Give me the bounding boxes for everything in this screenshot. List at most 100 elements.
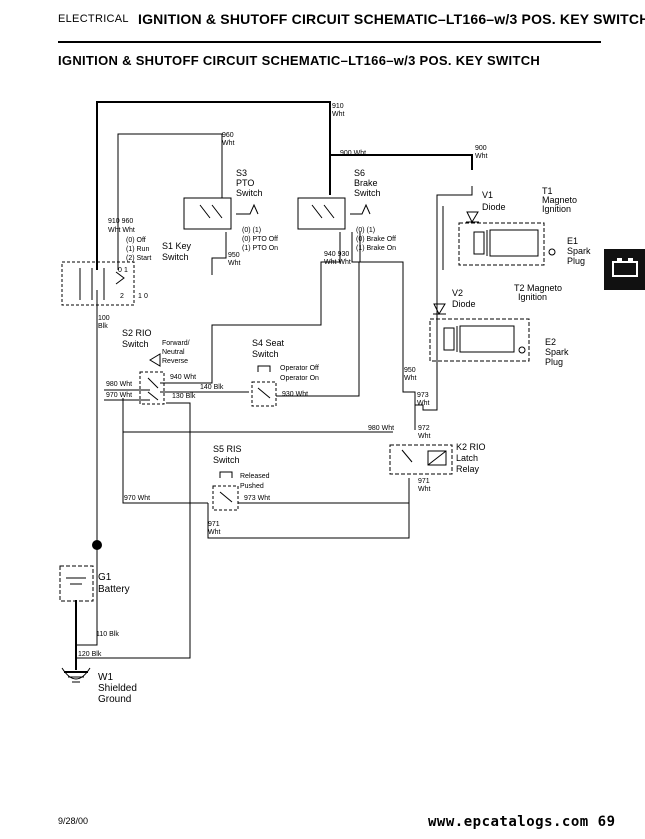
wire-label: Wht Wht: [324, 259, 351, 266]
s5-rel: Released: [240, 473, 270, 480]
footer-url-text: www.epcatalogs.com: [428, 814, 589, 830]
wire-label: 910: [332, 103, 344, 110]
electrical-section-tab[interactable]: [604, 249, 645, 290]
section-label: ELECTRICAL: [58, 13, 129, 25]
t2-magneto-ignition[interactable]: V2 Diode T2 Magneto Ignition E2 Spark Pl…: [429, 283, 569, 367]
s6-ref: S6: [354, 168, 365, 178]
wire-label: 950: [404, 367, 416, 374]
wire-960: [117, 133, 223, 270]
w1-name1: Shielded: [98, 683, 137, 694]
wire-label: Wht: [418, 433, 431, 440]
wire-labels: 910 Wht 960 Wht 900 Wht 900 Wht 910 960 …: [78, 103, 488, 658]
s1-key-switch[interactable]: (0) Off (1) Run (2) Start 0 1 2 1 0 S1 K…: [61, 237, 192, 306]
wire-label: Wht Wht: [108, 227, 135, 234]
s1-pos1: (1) Run: [126, 246, 149, 253]
wire-900-drop: [436, 186, 473, 345]
wire-label: Wht: [475, 153, 488, 160]
s6-brake-switch[interactable]: S6 Brake Switch (0) (1) (0) Brake Off (1…: [297, 168, 396, 252]
e2-ref: E2: [545, 337, 556, 347]
e1-name1: Spark: [567, 246, 591, 256]
t1-magneto-ignition[interactable]: V1 Diode T1 Magneto Ignition E1 Spark Pl…: [458, 186, 591, 266]
wire-label: 980 Wht: [106, 381, 132, 388]
wire-label: 973: [417, 392, 429, 399]
wire-label: Wht: [332, 111, 345, 118]
s4-ref: S4 Seat: [252, 338, 285, 348]
wire-930: [276, 232, 361, 397]
s2-rio-switch[interactable]: S2 RIO Switch Forward/ Neutral Reverse: [122, 328, 190, 405]
wire-label: 140 Blk: [200, 384, 224, 391]
wire-900: [329, 154, 473, 195]
k2-name2: Relay: [456, 464, 480, 474]
s1-term2: 2: [120, 293, 124, 300]
s1-term1: 1: [124, 267, 128, 274]
wiring: [75, 101, 473, 670]
s5-push: Pushed: [240, 483, 264, 490]
s4-seat-switch[interactable]: S4 Seat Switch Operator Off Operator On: [251, 338, 319, 407]
wire-label: 910 960: [108, 218, 133, 225]
v2-ref: V2: [452, 288, 463, 298]
wire-970: [122, 398, 208, 504]
wire-971: [207, 495, 410, 539]
k2-name1: Latch: [456, 453, 478, 463]
wire-label: 130 Blk: [172, 393, 196, 400]
page-number: 69: [597, 814, 616, 830]
wire-label: Blk: [98, 323, 108, 330]
g1-name: Battery: [98, 584, 130, 595]
document-title: IGNITION & SHUTOFF CIRCUIT SCHEMATIC–LT1…: [58, 53, 541, 68]
wire-label: 930 Wht: [282, 391, 308, 398]
t2-name2: Ignition: [518, 292, 547, 302]
s4-off: Operator Off: [280, 365, 319, 372]
footer-date: 9/28/00: [58, 816, 89, 826]
s6-pos: (0) (1): [356, 227, 375, 234]
s3-name1: PTO: [236, 178, 254, 188]
s1-pos0: (0) Off: [126, 237, 146, 244]
wire-label: Wht: [418, 486, 431, 493]
wire-label: Wht: [222, 140, 235, 147]
wire-label: Wht: [208, 529, 221, 536]
s6-off: (0) Brake Off: [356, 236, 396, 243]
wire-940: [160, 232, 341, 384]
w1-shielded-ground[interactable]: W1 Shielded Ground: [61, 667, 137, 705]
s1-name: Switch: [162, 252, 189, 262]
e2-name2: Plug: [545, 357, 563, 367]
t1-ref: T1: [542, 186, 553, 196]
wire-label: Wht: [404, 375, 417, 382]
v1-name: Diode: [482, 202, 506, 212]
s5-ris-switch[interactable]: S5 RIS Switch Released Pushed: [212, 444, 270, 511]
wire-label: 960: [222, 132, 234, 139]
wire-label: 110 Blk: [96, 631, 119, 638]
g1-battery[interactable]: G1 Battery: [59, 565, 130, 602]
wire-910: [96, 101, 331, 270]
e1-name2: Plug: [567, 256, 585, 266]
s3-off: (0) PTO Off: [242, 236, 278, 243]
s5-name: Switch: [213, 455, 240, 465]
w1-ref: W1: [98, 672, 113, 683]
wire-label: 970 Wht: [124, 495, 150, 502]
v2-name: Diode: [452, 299, 476, 309]
t1-name2: Ignition: [542, 204, 571, 214]
s3-name2: Switch: [236, 188, 263, 198]
wire-label: 940 930: [324, 251, 349, 258]
s4-on: Operator On: [280, 375, 319, 382]
wire-950-k2: [351, 232, 416, 430]
wire-110: [76, 545, 98, 646]
g1-ref: G1: [98, 572, 112, 583]
wire-label: 940 Wht: [170, 374, 196, 381]
t1-name1: Magneto: [542, 195, 577, 205]
wire-label: 950: [228, 252, 240, 259]
s6-name2: Switch: [354, 188, 381, 198]
e2-name1: Spark: [545, 347, 569, 357]
wire-label: 980 Wht: [368, 425, 394, 432]
s3-on: (1) PTO On: [242, 245, 278, 252]
wire-label: 900 Wht: [340, 150, 366, 157]
s3-pto-switch[interactable]: S3 PTO Switch (0) (1) (0) PTO Off (1) PT…: [183, 168, 278, 252]
footer-url[interactable]: www.epcatalogs.com 69: [428, 814, 616, 830]
wire-label: Wht: [228, 260, 241, 267]
w1-name2: Ground: [98, 694, 131, 705]
k2-latch-relay[interactable]: K2 RIO Latch Relay: [389, 442, 486, 475]
wire-label: 972: [418, 425, 430, 432]
s1-term1b: 1: [138, 293, 142, 300]
s2-fwd: Forward/: [162, 340, 190, 347]
s2-neu: Neutral: [162, 349, 185, 356]
header-title: IGNITION & SHUTOFF CIRCUIT SCHEMATIC–LT1…: [138, 11, 645, 27]
